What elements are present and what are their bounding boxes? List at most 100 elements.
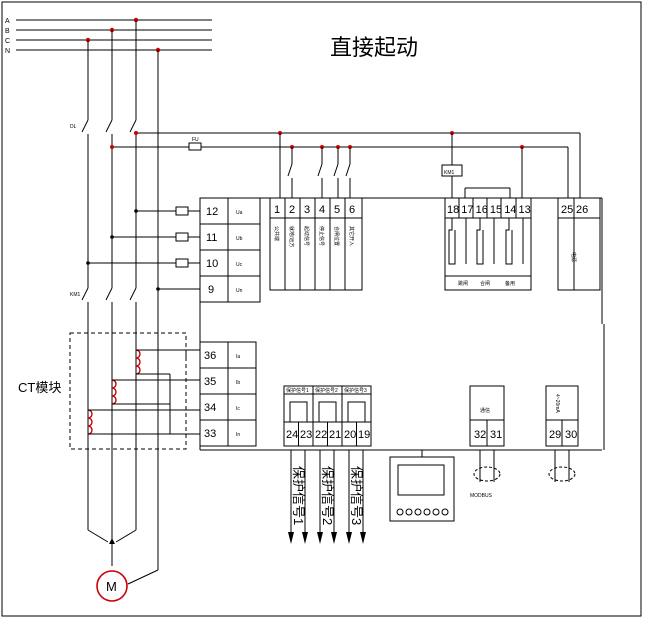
arrow-down-icon <box>331 532 337 544</box>
do-label-spare: 备用 <box>505 280 515 287</box>
terminal-4: 4 <box>319 204 325 216</box>
current-label-ia: Ia <box>236 354 240 360</box>
terminal-19: 19 <box>358 429 370 441</box>
terminal-17: 17 <box>461 204 473 216</box>
arrow-down-icon <box>288 532 294 544</box>
voltage-tap-dots <box>86 209 160 291</box>
km1-coil-circuit <box>441 133 523 198</box>
bus-bars <box>16 19 212 51</box>
current-input-block <box>199 341 257 447</box>
terminal-35: 35 <box>204 376 216 388</box>
drawing-frame <box>1 1 642 617</box>
bus-junction-dots <box>85 17 161 53</box>
relay-header-1: 保护信号1 <box>286 387 309 394</box>
terminal-12: 12 <box>206 206 218 218</box>
terminal-25: 25 <box>561 204 573 216</box>
arrow-down-icon <box>360 532 366 544</box>
di-label-3: 起动信号 <box>303 226 310 246</box>
di-block <box>269 197 363 291</box>
di-label-2: 就地/远方 <box>288 226 295 247</box>
di-label-6: 其它开入 <box>348 226 355 246</box>
do-label-close: 合闸 <box>480 280 490 287</box>
di-label-4: 停止信号 <box>318 226 325 246</box>
terminal-22: 22 <box>315 429 327 441</box>
ct-wiring <box>88 349 200 435</box>
display-keypad <box>396 508 449 516</box>
terminal-13: 13 <box>519 204 531 216</box>
fuse-icon <box>188 142 202 151</box>
modbus-label: MODBUS <box>470 493 493 499</box>
voltage-input-block <box>88 197 261 303</box>
arrow-down-icon <box>317 532 323 544</box>
terminal-33: 33 <box>204 428 216 440</box>
contactor-label: KM1 <box>70 292 81 298</box>
terminal-18: 18 <box>447 204 459 216</box>
voltage-label-ub: Ub <box>236 236 243 242</box>
terminal-30: 30 <box>565 429 577 441</box>
power-block <box>557 197 601 291</box>
terminal-14: 14 <box>504 204 516 216</box>
ct-module-label: CT模块 <box>18 380 61 395</box>
bus-label-a: A <box>5 18 10 25</box>
terminal-2: 2 <box>289 204 295 216</box>
terminal-11: 11 <box>206 232 217 244</box>
terminal-36: 36 <box>204 350 216 362</box>
terminal-3: 3 <box>304 204 310 216</box>
bus-label-n: N <box>5 48 10 55</box>
terminal-10: 10 <box>206 258 218 270</box>
terminal-24: 24 <box>286 429 298 441</box>
di-switches <box>279 133 351 198</box>
control-junction-dots <box>110 131 524 149</box>
current-label-ic: Ic <box>236 406 240 412</box>
bus-label-b: B <box>5 28 10 35</box>
voltage-label-uc: Uc <box>236 262 243 268</box>
relay-header-3: 保护信号3 <box>344 387 367 394</box>
terminal-1: 1 <box>274 204 280 216</box>
fuse-label: FU <box>192 137 199 143</box>
voltage-label-un: Un <box>236 288 243 294</box>
relay-signal-label-3: 保护信号3 <box>349 466 364 525</box>
current-label-ib: Ib <box>236 380 240 386</box>
analog-output-block <box>545 385 579 482</box>
terminal-9: 9 <box>208 284 214 296</box>
power-label: 电源 <box>570 252 577 262</box>
current-label-in: In <box>236 432 240 438</box>
comm-block <box>469 385 505 482</box>
di-labels: 公共端就地/远方起动信号停止信号合闸位置其它开入 <box>273 226 355 247</box>
terminal-23: 23 <box>300 429 312 441</box>
arrow-down-icon <box>302 532 308 544</box>
relay-signal-label-1: 保护信号1 <box>291 466 306 525</box>
relay-header-2: 保护信号2 <box>315 387 338 394</box>
terminal-20: 20 <box>344 429 356 441</box>
motor-symbol <box>96 570 128 602</box>
comm-label: 通信 <box>480 407 490 414</box>
relay-signal-label-2: 保护信号2 <box>320 466 335 525</box>
ct-module-outline <box>69 332 187 450</box>
phase-feeders <box>81 20 159 585</box>
terminal-32: 32 <box>474 429 486 441</box>
motor-label: M <box>106 579 117 594</box>
km1-coil-label: KM1 <box>444 170 455 176</box>
terminal-26: 26 <box>576 204 588 216</box>
di-label-1: 公共端 <box>273 226 280 241</box>
display-unit <box>389 450 455 522</box>
ct-coils <box>87 349 141 435</box>
do-label-trip: 跳闸 <box>458 280 468 287</box>
voltage-label-ua: Ua <box>236 210 243 216</box>
terminal-5: 5 <box>334 204 340 216</box>
terminal-34: 34 <box>204 402 216 414</box>
motor-junction-marker <box>109 538 115 544</box>
breaker-label: DL <box>70 124 77 130</box>
arrow-down-icon <box>346 532 352 544</box>
diagram-title: 直接起动 <box>330 36 418 61</box>
bus-label-c: C <box>5 38 10 45</box>
do-block <box>444 197 532 291</box>
